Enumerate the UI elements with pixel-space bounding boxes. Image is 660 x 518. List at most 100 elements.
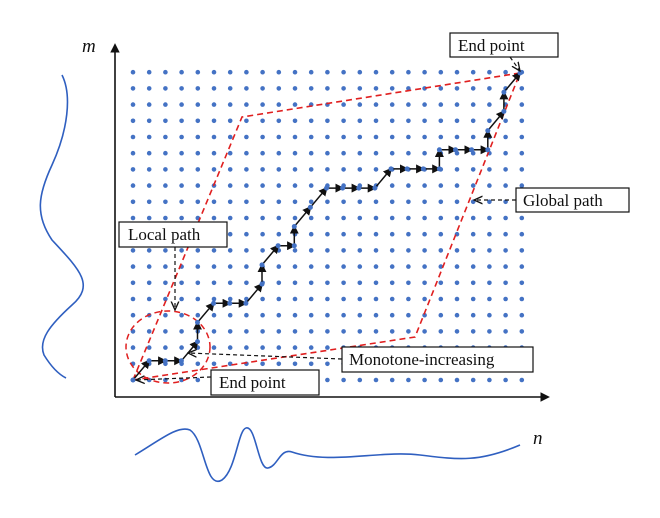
grid-dot [389,183,395,188]
grid-dot [276,69,282,75]
grid-dot [195,312,201,318]
grid-dot [389,231,395,237]
grid-dot [406,102,411,107]
grid-dot [211,215,217,221]
warping-path-node [130,377,136,383]
warping-path-step [374,167,393,189]
grid-dot [308,264,314,269]
grid-dot [227,150,233,156]
grid-dot [195,199,201,205]
grid-dot [227,167,233,172]
grid-dot [438,296,444,302]
grid-dot [503,215,508,221]
grid-dot [389,118,395,124]
grid-dot [195,102,201,107]
grid-dot [470,134,476,140]
end-point-bottom-box [210,369,320,396]
grid-dot [195,150,201,156]
grid-dot [211,296,217,302]
grid-dot [454,199,460,205]
grid-dot [195,118,201,124]
grid-dot [503,296,508,302]
grid-dot [487,183,492,188]
grid-dot [195,296,201,302]
warping-path-node [146,358,152,364]
grid-dot [146,345,152,350]
warping-path-step [309,186,328,208]
grid-dot [325,150,330,156]
grid-dot [260,69,265,75]
grid-dot [308,199,314,205]
warping-path-node [195,319,200,325]
grid-dot [276,150,282,156]
grid-dot [487,199,492,205]
grid-dot [470,167,476,172]
grid-dot [211,264,217,269]
grid-dot [130,69,136,75]
grid-dot [308,150,314,156]
warping-path-step [196,301,215,323]
grid-dot [308,329,314,334]
grid-dot [357,134,363,140]
grid-dot [341,329,346,334]
grid-dot [422,377,427,383]
grid-dot [325,361,330,367]
grid-dot [487,102,492,107]
grid-dot [276,296,282,302]
grid-dot [373,69,379,75]
grid-dot [503,134,508,140]
grid-dot [227,118,233,124]
grid-dot [422,215,427,221]
grid-dot [325,199,330,205]
grid-dot [308,296,314,302]
grid-dot [308,248,314,253]
grid-dot [227,345,233,350]
warping-path-node [340,185,346,191]
grid-dot [438,199,444,205]
grid-dot [227,248,233,253]
warping-path-node [501,108,507,114]
warping-path-node [291,243,297,249]
grid-dot [503,329,508,334]
grid-dot [276,134,282,140]
grid-dot [260,118,265,124]
grid-dot [373,118,379,124]
grid-dot [422,248,427,253]
grid-dot [373,264,379,269]
grid-dot [325,134,330,140]
grid-dot [130,345,136,350]
grid-dot [244,280,249,286]
grid-dot [211,86,217,91]
grid-dot [260,312,265,318]
grid-dot [146,102,152,107]
grid-dot [276,199,282,205]
grid-dot [260,102,265,107]
grid-dot [163,329,168,334]
grid-dot [227,134,233,140]
grid-dot [292,248,298,253]
grid-dot [373,312,379,318]
grid-dot [227,86,233,91]
grid-dot [357,329,363,334]
grid-dot [422,118,427,124]
grid-dot [341,377,346,383]
grid-dot [487,296,492,302]
grid-dot [373,167,379,172]
grid-dot [308,361,314,367]
grid-dot [519,248,525,253]
grid-dot [227,312,233,318]
grid-dot [406,118,411,124]
grid-dot [406,248,411,253]
grid-dot [422,264,427,269]
warping-path-node [485,147,491,153]
grid-dot [227,264,233,269]
grid-dot [211,118,217,124]
grid-dot [503,150,508,156]
grid-dot [519,86,525,91]
grid-dot [470,264,476,269]
grid-dot [260,134,265,140]
grid-dot [406,296,411,302]
grid-dot [130,183,136,188]
grid-dot [260,345,265,350]
grid-dot [519,280,525,286]
